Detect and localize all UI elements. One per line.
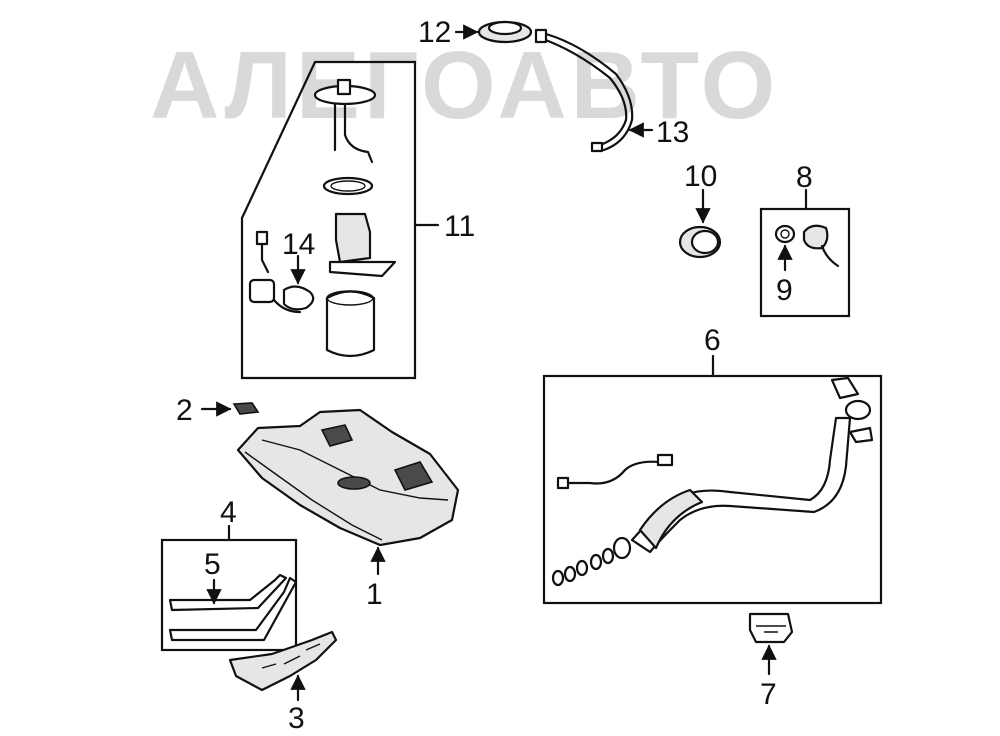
vent-tube	[538, 36, 628, 147]
heat-shield	[228, 630, 338, 692]
vent-end-fitting	[590, 141, 604, 153]
callout-5: 5	[204, 548, 221, 581]
filler-inlet	[844, 399, 872, 421]
fuel-cap-group	[759, 188, 851, 318]
bracket-group	[748, 612, 794, 676]
cap-tether	[820, 244, 840, 268]
pump-tubes	[333, 102, 374, 164]
sender-housing	[248, 278, 276, 304]
fuel-tank-group	[236, 408, 460, 576]
tank-pad	[232, 402, 260, 415]
breather-clip	[556, 476, 570, 490]
callout-14: 14	[282, 228, 315, 261]
callout-1: 1	[366, 578, 383, 611]
sender-plug	[255, 230, 269, 246]
hose-clamp	[612, 536, 632, 560]
callout-10: 10	[684, 160, 717, 193]
fuel-cap-frame	[759, 207, 851, 318]
tank-recess-1	[320, 424, 354, 447]
callout-2: 2	[176, 394, 193, 427]
fuel-filter-top	[326, 290, 374, 306]
fuel-pump-assembly-group	[240, 60, 440, 380]
watermark: АЛЕГОАВТО	[150, 32, 779, 139]
callout-4: 4	[220, 496, 237, 529]
callout-11: 11	[444, 210, 475, 243]
vent-fitting	[534, 28, 548, 44]
callout-12: 12	[418, 16, 451, 49]
tank-strap	[168, 576, 298, 642]
callout-7: 7	[760, 678, 777, 711]
pump-gasket-inner	[330, 180, 366, 192]
tank-pump-opening	[337, 476, 371, 490]
cap-gasket-hole	[780, 229, 790, 239]
filler-mount-bracket	[748, 612, 794, 644]
pump-assembly-frame	[240, 60, 417, 380]
pump-motor	[334, 212, 372, 264]
fuel-level-sender	[282, 285, 315, 311]
straps-group	[160, 524, 298, 652]
breather-tube	[564, 460, 662, 485]
sender-arm	[272, 298, 302, 314]
bracket-slots	[756, 625, 786, 633]
heat-shield-ribs	[261, 643, 321, 669]
ring-5	[551, 569, 565, 587]
tank-flange	[244, 451, 383, 541]
callout-8: 8	[796, 161, 813, 194]
callout-3: 3	[288, 702, 305, 735]
tank-strap-5	[168, 573, 288, 612]
grommet-group	[678, 188, 722, 259]
ring-4	[563, 565, 577, 583]
callout-13: 13	[656, 116, 689, 149]
ring-3	[575, 559, 589, 577]
fuel-cap	[802, 224, 829, 250]
ring-2	[589, 553, 603, 571]
pump-bracket	[328, 260, 397, 278]
filler-clip	[848, 426, 874, 444]
fuel-filter	[325, 290, 376, 358]
heat-shield-group	[228, 630, 338, 702]
vent-tube-outer	[544, 32, 634, 152]
ring-1	[601, 547, 615, 565]
callout-6: 6	[704, 324, 721, 357]
watermark-text: АЛЕГОАВТО	[150, 32, 779, 139]
service-cover-top	[487, 20, 523, 36]
cap-gasket	[774, 224, 796, 244]
callout-9: 9	[776, 274, 793, 307]
filler-bracket	[830, 376, 860, 400]
breather-end	[656, 453, 674, 467]
vent-line-group	[454, 20, 654, 153]
grommet-inner	[690, 229, 720, 255]
tank-recess-2	[393, 461, 434, 491]
pump-connector	[336, 78, 352, 96]
filler-pipe-group	[542, 354, 883, 605]
pad-group	[200, 401, 260, 417]
filler-hose-corrugated	[638, 488, 704, 550]
